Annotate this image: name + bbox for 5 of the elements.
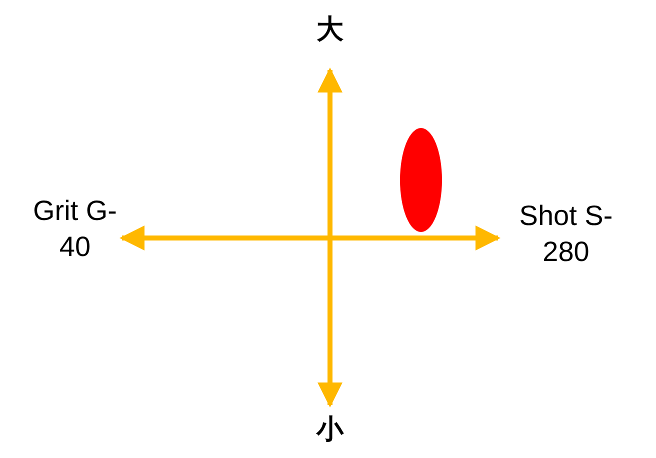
- axis-label: 小: [315, 413, 345, 446]
- axis-label: Shot S-280: [518, 199, 614, 270]
- position-ellipse: [400, 128, 442, 232]
- axis-label: 大: [316, 13, 344, 46]
- axis-label: Grit G-40: [32, 194, 118, 264]
